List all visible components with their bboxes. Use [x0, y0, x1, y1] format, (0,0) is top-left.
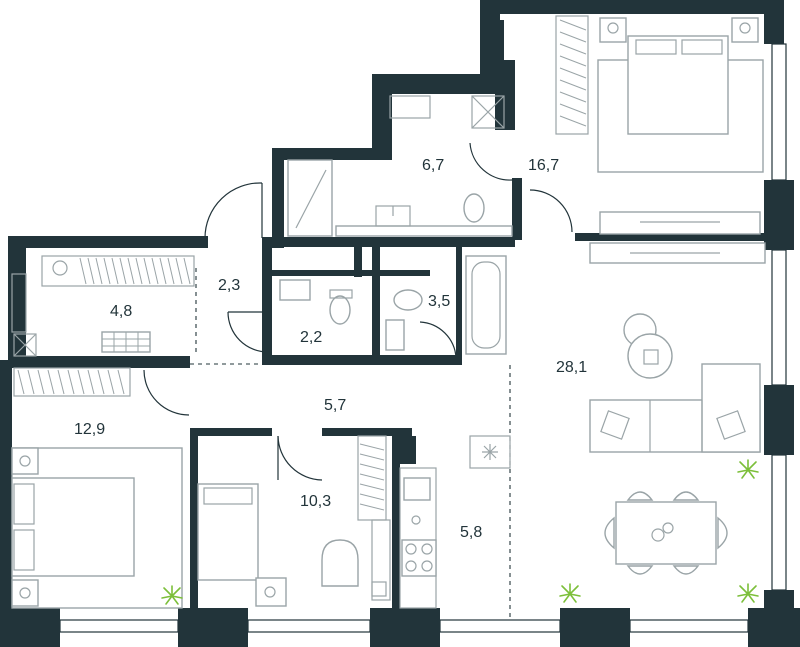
room-area-wc: 2,2: [300, 329, 322, 346]
room-area-corridor: 5,7: [324, 397, 346, 414]
left-bedroom-furniture: [11, 367, 183, 609]
plant-icon: [737, 583, 759, 603]
area-labels: 16,7 6,7 2,3 4,8 2,2 3,5 28,1 5,7 12,9 1…: [74, 157, 587, 541]
plant-icon: [161, 585, 183, 605]
inner-walls: [20, 20, 767, 608]
room-area-bathroom-upper: 6,7: [422, 157, 444, 174]
child-bedroom-furniture: [197, 435, 391, 607]
wardrobe-furniture: [11, 255, 195, 357]
plant-icon: [559, 583, 581, 603]
room-area-bathroom-lower: 3,5: [428, 293, 450, 310]
room-area-bedroom-child: 10,3: [300, 493, 331, 510]
upper-bathroom-furniture: [287, 95, 513, 237]
plant-icons: [161, 459, 759, 605]
room-area-bedroom-master: 16,7: [528, 157, 559, 174]
room-area-wardrobe: 4,8: [110, 303, 132, 320]
room-area-hall-small: 2,3: [218, 277, 240, 294]
kitchen-furniture: [399, 435, 511, 609]
room-area-living-room: 28,1: [556, 359, 587, 376]
room-area-kitchen: 5,8: [460, 524, 482, 541]
room-area-bedroom-left: 12,9: [74, 421, 105, 438]
plant-icon: [737, 459, 759, 479]
master-bedroom-furniture: [555, 15, 766, 264]
living-room-furniture: [589, 313, 761, 575]
wc-bath-furniture: [279, 255, 507, 355]
doors: [143, 142, 573, 620]
